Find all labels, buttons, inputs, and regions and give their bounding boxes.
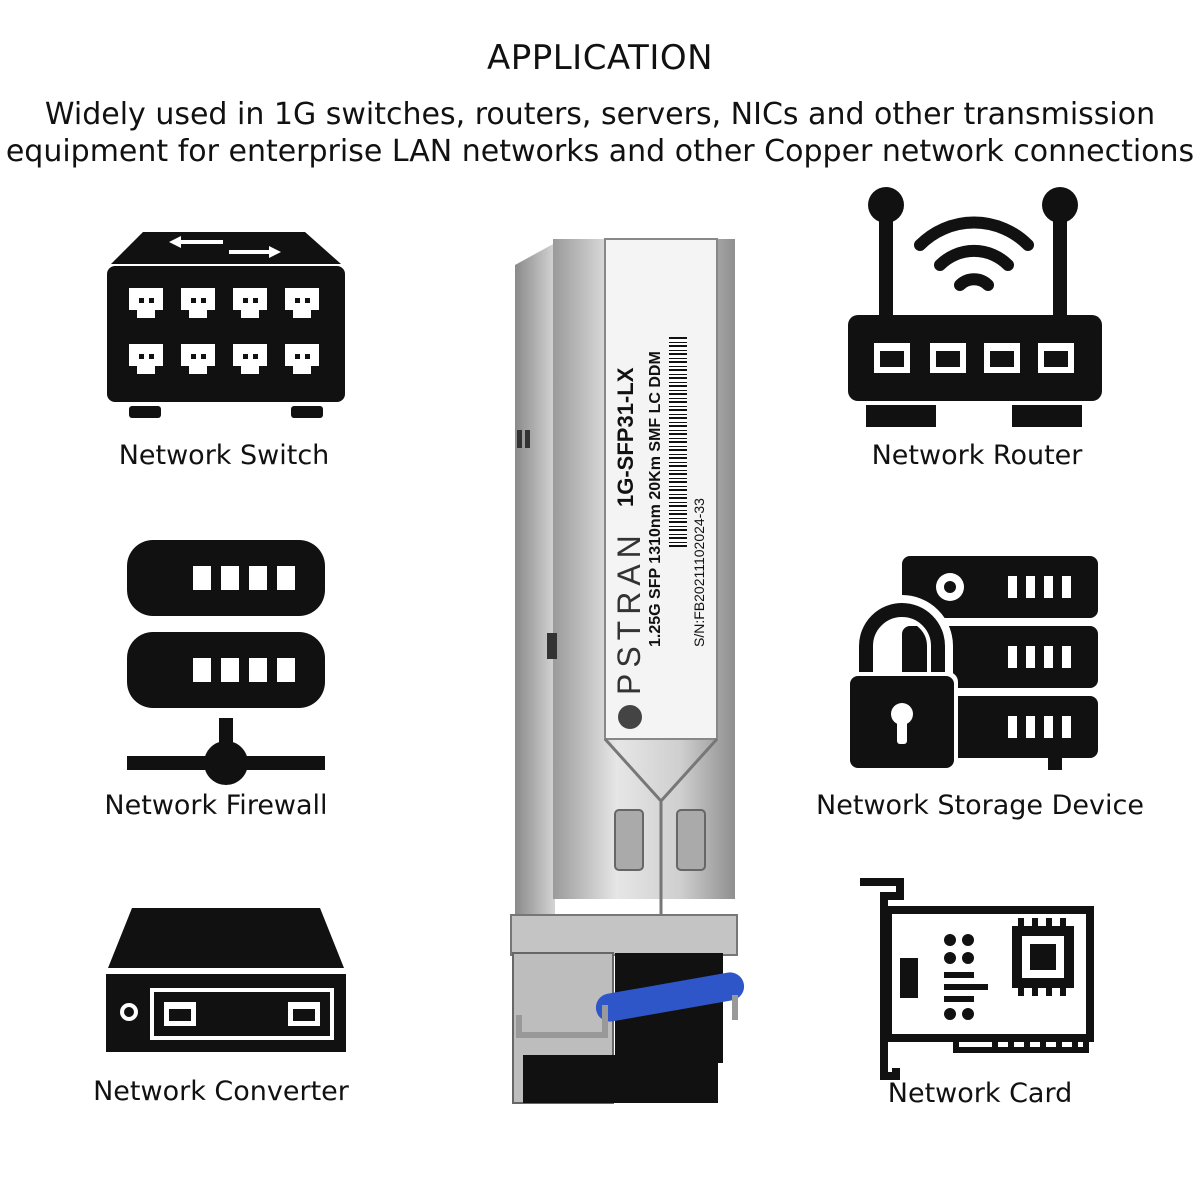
label-network-card: Network Card	[887, 1078, 1073, 1109]
module-serial: S/N:FB20211102024-33	[691, 498, 707, 647]
label-network-router: Network Router	[871, 440, 1083, 471]
module-barcode	[669, 337, 687, 547]
locked-storage-icon	[848, 554, 1104, 772]
description: Widely used in 1G switches, routers, ser…	[0, 96, 1200, 170]
media-converter-icon	[104, 906, 348, 1054]
description-line-1: Widely used in 1G switches, routers, ser…	[44, 97, 1156, 132]
module-brand: PSTRAN	[611, 529, 647, 695]
globe-logo-icon	[617, 705, 642, 729]
label-network-firewall: Network Firewall	[104, 790, 328, 821]
firewall-server-icon	[123, 538, 329, 790]
module-spec: 1.25G SFP 1310nm 20Km SMF LC DDM	[647, 351, 664, 647]
label-network-converter: Network Converter	[93, 1076, 349, 1107]
sfp-transceiver-module: PSTRAN 1G-SFP31-LX 1.25G SFP 1310nm 20Km…	[495, 235, 745, 1105]
page-title: APPLICATION	[486, 38, 714, 78]
description-line-2: equipment for enterprise LAN networks an…	[5, 134, 1195, 169]
network-card-icon	[856, 878, 1096, 1080]
wifi-router-icon	[846, 183, 1104, 433]
network-switch-icon	[105, 228, 347, 420]
label-network-switch: Network Switch	[118, 440, 330, 471]
module-model: 1G-SFP31-LX	[613, 367, 638, 507]
label-network-storage-device: Network Storage Device	[816, 790, 1144, 821]
